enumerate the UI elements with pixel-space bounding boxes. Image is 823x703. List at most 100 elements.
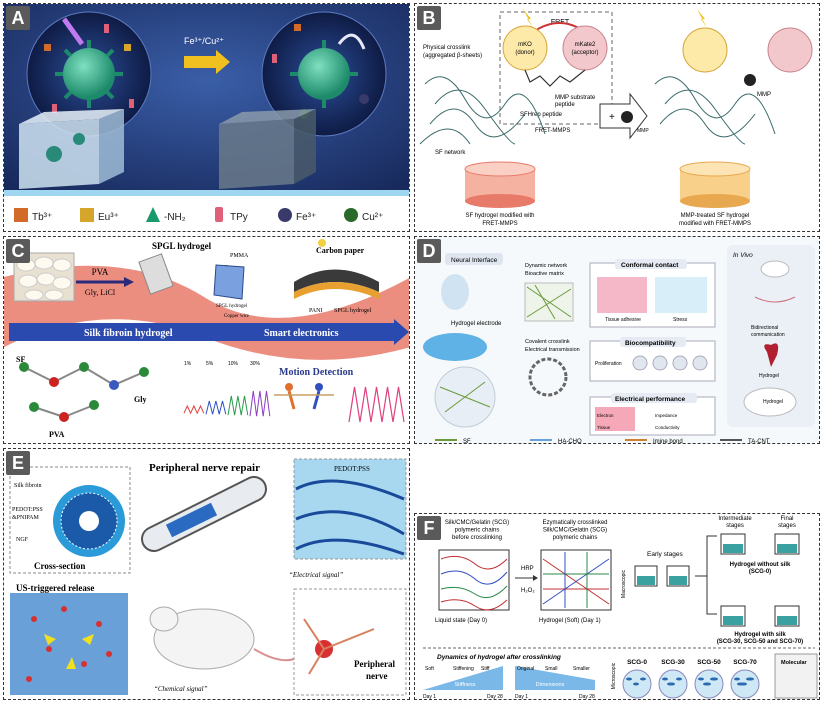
- strain-signal-1: [205, 400, 227, 415]
- hydrogel-electrode-label: Hydrogel electrode: [451, 321, 502, 327]
- left-cylinder-label: SF hydrogel modified with: [465, 213, 534, 219]
- scg-sample-3: SCG-70: [730, 659, 760, 699]
- spgl-hydrogel-title: SPGL hydrogel: [152, 241, 212, 251]
- mmp-substrate-label: MMP substrate: [555, 95, 596, 101]
- banner-right-label: Smart electronics: [264, 328, 339, 339]
- neural-interface-tag: [445, 253, 503, 265]
- early-beakers: [634, 565, 690, 587]
- strain-labels: 1%5%10%30%: [184, 361, 261, 367]
- left-cylinder-sub-label: FRET-MMPS: [482, 221, 517, 227]
- panel-label-f: F: [417, 516, 441, 540]
- strain-label-0: 1%: [184, 361, 192, 367]
- with-silk-label: Hydrogel with silk(SCG-30, SCG-50 and SC…: [717, 632, 803, 645]
- motion-detection-label: Motion Detection: [279, 367, 354, 378]
- legend-d-label-2: Imine bond: [653, 439, 683, 444]
- cube-icon: [14, 208, 28, 222]
- molecule-sf-label: SF: [16, 355, 25, 364]
- progress-banner: [9, 323, 394, 341]
- late-beakers: [720, 533, 800, 627]
- legend-item-4: Fe³⁺: [278, 208, 316, 223]
- rat-icon: [743, 387, 797, 417]
- day28-label-2: Day 28: [579, 694, 595, 700]
- strain-signal-2: [227, 395, 249, 416]
- tissue-adhesive-img: [597, 277, 647, 313]
- legend-label-1: Eu³⁺: [98, 212, 119, 223]
- nerve-conduit: [141, 476, 267, 552]
- plus-sign: +: [609, 112, 615, 123]
- in-vivo-label: In Vivo: [733, 252, 753, 259]
- copper-wire-label: Copper wire: [224, 314, 250, 319]
- pva-reagent: PVA: [92, 267, 109, 277]
- donor-protein: [502, 25, 548, 71]
- nanoparticle-right: [290, 40, 358, 108]
- us-release-label: US-triggered release: [16, 583, 94, 593]
- panel-e: E Silk fibroin PEDOT:PSS &PNIPAM NGF Cro…: [3, 448, 410, 700]
- carbon-paper-label: Carbon paper: [316, 246, 365, 255]
- electrical-transmission-label: Electrical transmission: [525, 347, 580, 353]
- bioactive-matrix-label: Bioactive matrix: [525, 271, 564, 277]
- stiffness-wedge: [423, 666, 503, 690]
- legend-d-label-1: HA-CHO: [558, 439, 582, 444]
- strain-signal-3: [249, 390, 271, 417]
- legend-item-3: TPy: [215, 207, 248, 223]
- lightning-icon: [523, 9, 533, 28]
- liquid-state-label: Liquid state (Day 0): [435, 618, 487, 624]
- hydrogel-cube-left: [19, 109, 124, 189]
- scg-label-2: SCG-50: [697, 659, 721, 666]
- strain-label-1: 5%: [206, 361, 214, 367]
- legend-d-label-3: TA-CNT: [748, 439, 770, 444]
- chemical-signal-label: “Chemical signal”: [154, 685, 208, 693]
- pmma-label: PMMA: [230, 253, 249, 259]
- sf-network-label: SF network: [435, 150, 466, 156]
- rat-icon: [153, 608, 255, 670]
- bidirectional-label: Bidirectional: [751, 325, 778, 331]
- physical-crosslink-sub-label: (aggregated β-sheets): [423, 53, 482, 59]
- fret-mmps-label: FRET-MMPS: [535, 128, 570, 134]
- scg-sample-2: SCG-50: [694, 659, 724, 699]
- sfhrep-label: SFHrep peptide: [520, 112, 563, 118]
- hydrogel-cylinder-right: [679, 161, 751, 208]
- biocompat-label: Biocompatibility: [625, 340, 676, 347]
- scg-sample-1: SCG-30: [658, 659, 688, 699]
- strain-label-2: 10%: [228, 361, 239, 367]
- panel-d: D Neural Interface Hydrogel electrode Dy…: [414, 236, 820, 444]
- cylinder-icon: [215, 207, 223, 222]
- cross-section-label: Cross-section: [34, 561, 85, 571]
- nanoparticle-left: [55, 40, 123, 108]
- tissue-adhesive-label: Tissue adhesive: [605, 317, 641, 323]
- tissue-label: Tissue: [597, 425, 611, 430]
- panel-d-illustration: Neural Interface Hydrogel electrode Dyna…: [415, 237, 819, 444]
- in-vivo-box: [727, 245, 815, 427]
- acceptor-label: mKate2: [575, 42, 596, 48]
- mmp-enzyme-right-icon: [744, 74, 756, 86]
- electrical-perf-label: Electrical performance: [615, 396, 685, 403]
- neural-interface-label: Neural Interface: [451, 257, 498, 264]
- us-release-box: [10, 579, 128, 695]
- ngf-label: NGF: [16, 537, 29, 543]
- stress-label: Stress: [673, 317, 688, 323]
- dimensions-label: Dimensions: [536, 682, 565, 688]
- dynamics-label: Dynamics of hydrogel after crosslinking: [437, 654, 561, 661]
- legend-item-1: Eu³⁺: [80, 208, 119, 223]
- banner-left-label: Silk fibroin hydrogel: [84, 328, 173, 339]
- strain-signal-0: [183, 404, 205, 415]
- sf-network-right: [654, 76, 776, 145]
- molecule-gly-label: Gly: [134, 395, 146, 404]
- molecule-model: [19, 362, 149, 422]
- panel-a: A: [3, 3, 410, 232]
- without-silk-label: Hydrogel without silk(SCG-0): [730, 562, 791, 575]
- donor-protein-right: [682, 27, 728, 73]
- electrical-signal-label: “Electrical signal”: [289, 571, 343, 579]
- reagent-label: Fe³⁺/Cu²⁺: [184, 36, 224, 46]
- legend-item-5: Cu²⁺: [344, 208, 383, 223]
- legend-d-label-0: SF: [463, 439, 471, 444]
- hydrogel-soft-box: [540, 549, 612, 611]
- dimensions-wedge: [515, 666, 595, 690]
- tug-of-war-figures: [274, 383, 334, 410]
